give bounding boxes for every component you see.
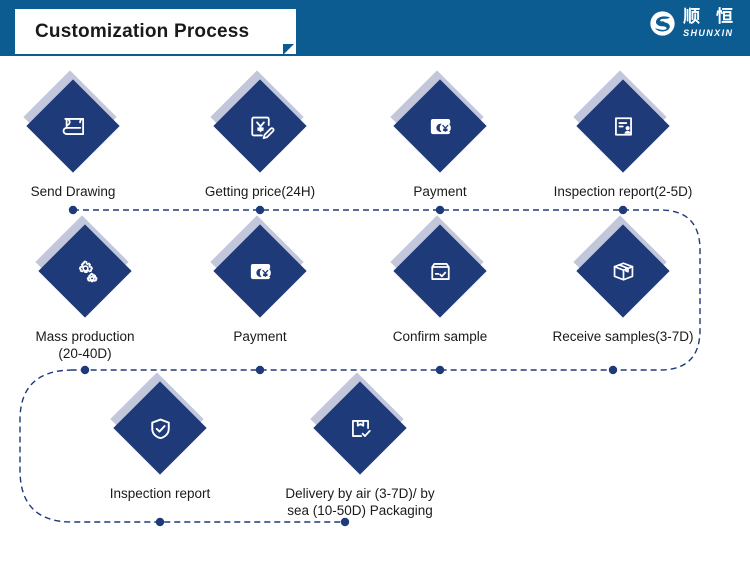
page-title-box: Customization Process [14,8,297,55]
shield-check-icon [127,395,193,461]
step-diamond [573,70,670,180]
step-label: Getting price(24H) [204,184,316,199]
logo-wordmark: 顺 恒 SHUNXIN [683,9,738,38]
connector-dot [155,517,165,527]
step-diamond [23,70,120,180]
brand-logo: 顺 恒 SHUNXIN [649,9,738,38]
logo-chinese-name: 顺 恒 [683,7,738,27]
step-label: Inspection report [109,486,211,501]
wallet-yen-icon [407,93,473,159]
step-label: Send Drawing [30,184,116,199]
step-label: Inspection report(2-5D) [553,184,693,199]
connector-dot [68,205,78,215]
step-diamond [210,215,307,325]
step-inspection-report-2[interactable]: Inspection report [85,372,235,503]
connector-dot [255,205,265,215]
step-getting-price[interactable]: Getting price(24H) [185,70,335,201]
step-mass-production[interactable]: Mass production (20-40D) [10,215,160,363]
logo-english-name: SHUNXIN [683,28,734,38]
step-label: Payment [413,184,467,199]
step-label: Mass production (20-40D) [35,329,135,361]
connector-spacer [623,370,663,440]
report-person-icon [590,93,656,159]
box-check-icon [407,238,473,304]
connector-dot [255,365,265,375]
step-send-drawing[interactable]: Send Drawing [0,70,148,201]
connector-dot [435,365,445,375]
package-box-icon [590,238,656,304]
step-payment-2[interactable]: Payment [185,215,335,346]
step-diamond [390,70,487,180]
connector-dot [608,365,618,375]
wallet-yen-icon [227,238,293,304]
step-receive-samples[interactable]: Receive samples(3-7D) [548,215,698,346]
step-payment-1[interactable]: Payment [365,70,515,201]
step-diamond [110,372,207,482]
step-label: Receive samples(3-7D) [552,329,694,344]
step-diamond [390,215,487,325]
shunxin-s-logo-icon [649,10,676,37]
step-delivery[interactable]: Delivery by air (3-7D)/ by sea (10-50D) … [270,372,450,520]
gears-icon [52,238,118,304]
step-confirm-sample[interactable]: Confirm sample [365,215,515,346]
step-label: Payment [233,329,287,344]
blueprint-scroll-icon [40,93,106,159]
connector-dot [435,205,445,215]
delivery-box-check-icon [327,395,393,461]
step-label: Delivery by air (3-7D)/ by sea (10-50D) … [285,486,435,518]
connector-dot [80,365,90,375]
step-diamond [573,215,670,325]
step-diamond [210,70,307,180]
step-label: Confirm sample [392,329,488,344]
page-title: Customization Process [35,20,250,42]
connector-dot [618,205,628,215]
quote-yen-pencil-icon [227,93,293,159]
title-notch-decoration [283,44,294,55]
step-inspection-report-1[interactable]: Inspection report(2-5D) [548,70,698,201]
step-diamond [310,372,407,482]
step-diamond [35,215,132,325]
